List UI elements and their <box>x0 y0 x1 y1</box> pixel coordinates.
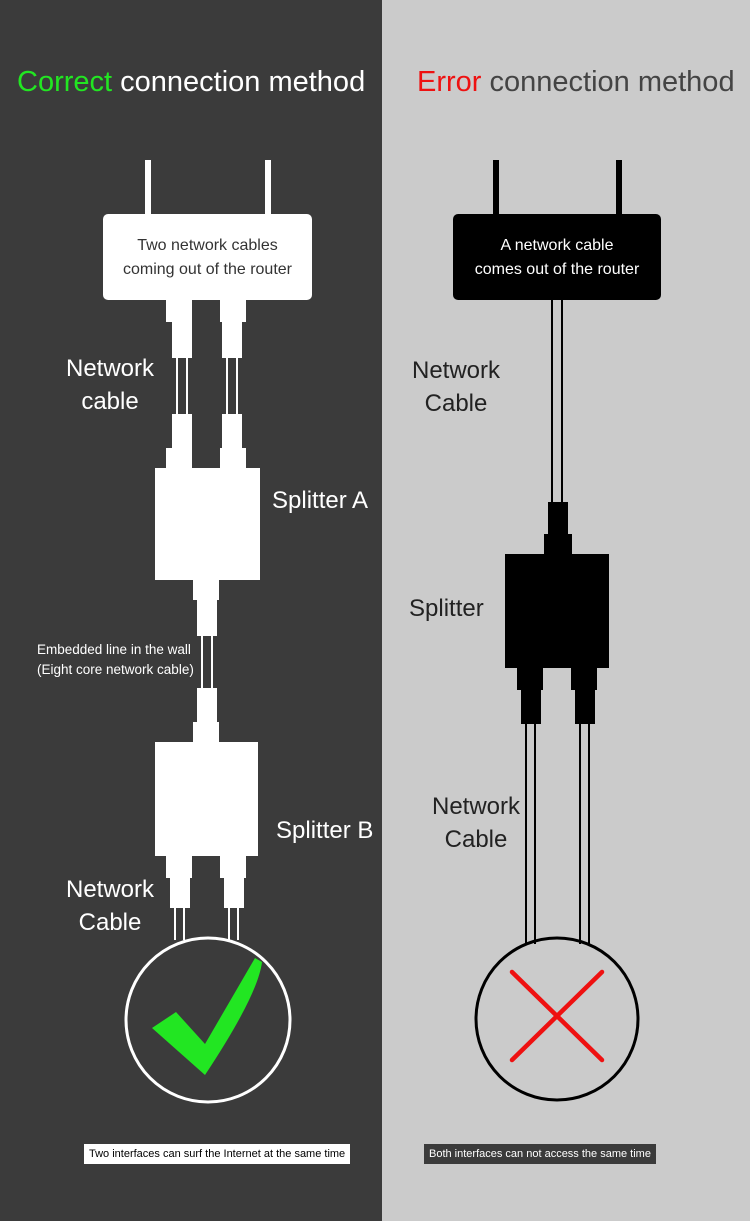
right-network-cables-bottom <box>525 722 590 944</box>
cross-mark-icon <box>509 969 605 1063</box>
right-router-antenna <box>493 160 622 218</box>
left-router-antenna <box>145 160 271 218</box>
right-router-text-line-1: A network cable <box>500 237 614 254</box>
left-panel-background <box>0 0 382 1221</box>
right-splitter-plug-top <box>544 502 572 556</box>
right-router-box <box>453 214 661 300</box>
right-network-cable-label: Network Cable <box>405 354 507 420</box>
wall-line-label-line-1: Embedded line in the wall <box>37 642 191 657</box>
left-network-cable-label-2-line-2: Cable <box>78 909 142 936</box>
right-network-cable-label-line-2: Cable <box>424 390 488 417</box>
right-splitter-plugs-bottom <box>517 668 597 724</box>
right-result-circle <box>474 936 640 1102</box>
splitter-a-label: Splitter A <box>272 487 369 514</box>
right-network-cable-top <box>551 300 563 504</box>
splitter-a-box <box>155 468 260 580</box>
left-router-text-line-2: coming out of the router <box>123 261 292 278</box>
left-router-box <box>103 214 312 300</box>
left-network-cable-label-line-1: Network <box>65 355 155 382</box>
splitter-b-box <box>155 742 258 856</box>
right-network-cable-label-2-line-2: Cable <box>444 826 508 853</box>
check-mark-icon <box>152 958 262 1075</box>
right-heading-highlight: Error <box>417 66 482 98</box>
left-network-cable-label-2: Network Cable <box>60 873 160 939</box>
wall-embedded-line <box>201 634 213 690</box>
left-router-text: Two network cables coming out of the rou… <box>103 234 312 282</box>
left-router-text-line-1: Two network cables <box>137 237 278 254</box>
right-splitter-box <box>505 554 609 668</box>
right-heading-rest: connection method <box>481 66 735 98</box>
right-network-cable-label-line-1: Network <box>411 357 501 384</box>
right-heading: Error connection method <box>417 66 735 99</box>
left-network-cable-label-line-2: cable <box>81 388 139 415</box>
left-network-cables-bottom <box>174 906 239 940</box>
left-result-circle <box>124 936 292 1104</box>
left-heading: Correct connection method <box>17 66 365 99</box>
right-splitter-label: Splitter <box>409 595 484 622</box>
left-wall-line-plugs <box>193 580 219 744</box>
right-network-cable-label-2-line-1: Network <box>431 793 521 820</box>
splitter-b-label: Splitter B <box>276 817 374 844</box>
right-router-text-line-2: comes out of the router <box>474 261 640 278</box>
left-network-cable-label: Network cable <box>60 352 160 418</box>
wall-line-label-line-2: (Eight core network cable) <box>37 662 194 677</box>
left-heading-highlight: Correct <box>17 66 113 98</box>
left-heading-rest: connection method <box>112 66 366 98</box>
left-note: Two interfaces can surf the Internet at … <box>84 1144 351 1164</box>
left-splitter-a-plugs <box>166 414 246 470</box>
left-splitter-b-plugs <box>166 856 246 908</box>
left-router-plugs <box>166 300 246 358</box>
right-note: Both interfaces can not access the same … <box>424 1144 656 1164</box>
left-network-cables-top <box>176 356 238 416</box>
right-router-text: A network cable comes out of the router <box>453 234 661 282</box>
wall-line-label: Embedded line in the wall (Eight core ne… <box>37 640 194 680</box>
right-network-cable-label-2: Network Cable <box>425 790 527 856</box>
left-network-cable-label-2-line-1: Network <box>65 876 155 903</box>
